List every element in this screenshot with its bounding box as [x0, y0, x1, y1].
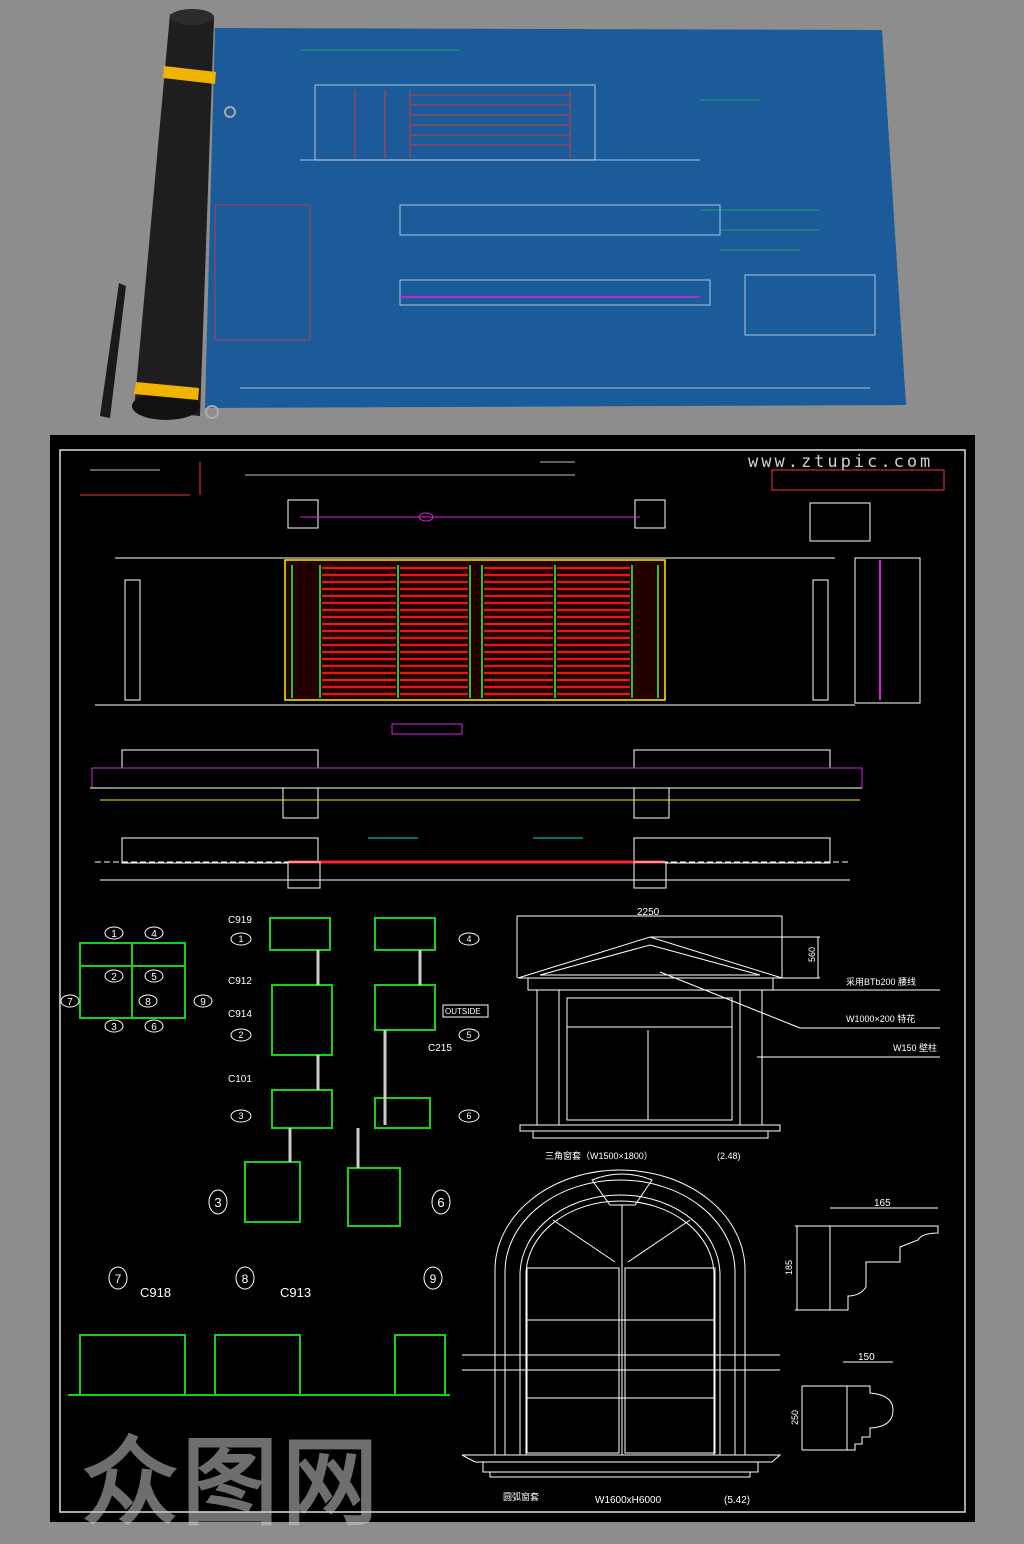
note-pilaster: W150 壁柱 [893, 1042, 937, 1053]
callout-5: 5 [466, 1030, 471, 1040]
key-callout-label: 2 [111, 972, 117, 983]
watermark-site: www.ztupic.com [748, 452, 934, 472]
arched-size: W1600xH6000 [595, 1495, 662, 1506]
callout-2: 2 [238, 1030, 243, 1040]
title-strip [80, 462, 945, 496]
callout-1: 1 [238, 934, 243, 944]
callout-6: 6 [466, 1111, 471, 1121]
gate-elevation [95, 499, 921, 735]
profile-sections [68, 917, 450, 1396]
triangle-window-elevation [516, 915, 940, 1139]
detail-b-height: 250 [790, 1410, 800, 1425]
watermark-logo: 众图网 [82, 1427, 382, 1539]
key-callout-label: 1 [111, 929, 117, 940]
triangle-caption: 三角窗套（W1500×1800） [545, 1150, 653, 1161]
key-callout-circle [104, 969, 124, 983]
blueprint-sheet [205, 28, 906, 408]
callout-3-large: 3 [214, 1195, 221, 1210]
callout-8: 8 [242, 1272, 249, 1286]
key-callout-label: 8 [145, 997, 151, 1008]
note-waistline: 采用BTb200 腰线 [846, 976, 916, 987]
window-key-diagram [79, 942, 186, 1019]
key-callout-label: 7 [67, 997, 73, 1008]
key-callout-circle [104, 926, 124, 940]
key-callout-circle [104, 1019, 124, 1033]
detail-a-height: 185 [784, 1260, 794, 1275]
callout-9: 9 [430, 1272, 437, 1286]
profile-code-c101: C101 [228, 1074, 252, 1085]
detail-b-width: 150 [858, 1352, 875, 1363]
pen [100, 283, 126, 418]
arched-window-elevation [461, 1169, 939, 1478]
section-2-2 [95, 837, 850, 889]
cad-frame [59, 449, 966, 1513]
profile-code-c912: C912 [228, 976, 252, 987]
profile-code-c918: C918 [140, 1285, 171, 1300]
key-callout-label: 4 [151, 929, 157, 940]
note-ornament: W1000×200 特花 [846, 1013, 915, 1024]
section-1-1 [90, 749, 863, 819]
key-callout-circle [144, 1019, 164, 1033]
profile-code-c913: C913 [280, 1285, 311, 1300]
outside-label: OUTSIDE [445, 1007, 481, 1016]
profile-code-c215: C215 [428, 1043, 452, 1054]
callout-7: 7 [115, 1272, 122, 1286]
key-callout-label: 6 [151, 1022, 157, 1033]
profile-code-c919: C919 [228, 915, 252, 926]
detail-a-width: 165 [874, 1198, 891, 1209]
key-callout-circle [60, 994, 80, 1008]
key-callout-label: 3 [111, 1022, 117, 1033]
callout-4: 4 [466, 934, 471, 944]
arched-caption: 圆弧窗套 [503, 1491, 539, 1502]
key-callout-label: 9 [200, 997, 206, 1008]
key-callout-circle [144, 969, 164, 983]
key-callout-circle [193, 994, 213, 1008]
triangle-width-dim: 2250 [637, 907, 660, 918]
arched-area: (5.42) [724, 1495, 750, 1506]
key-callout-label: 5 [151, 972, 157, 983]
paper-roll [132, 9, 236, 420]
profile-code-c914: C914 [228, 1009, 252, 1020]
callout-3: 3 [238, 1111, 243, 1121]
triangle-height-dim: 560 [807, 947, 817, 962]
callout-6-large: 6 [437, 1195, 444, 1210]
key-callout-circle [138, 994, 158, 1008]
key-callout-circle [144, 926, 164, 940]
triangle-area: (2.48) [717, 1151, 741, 1161]
